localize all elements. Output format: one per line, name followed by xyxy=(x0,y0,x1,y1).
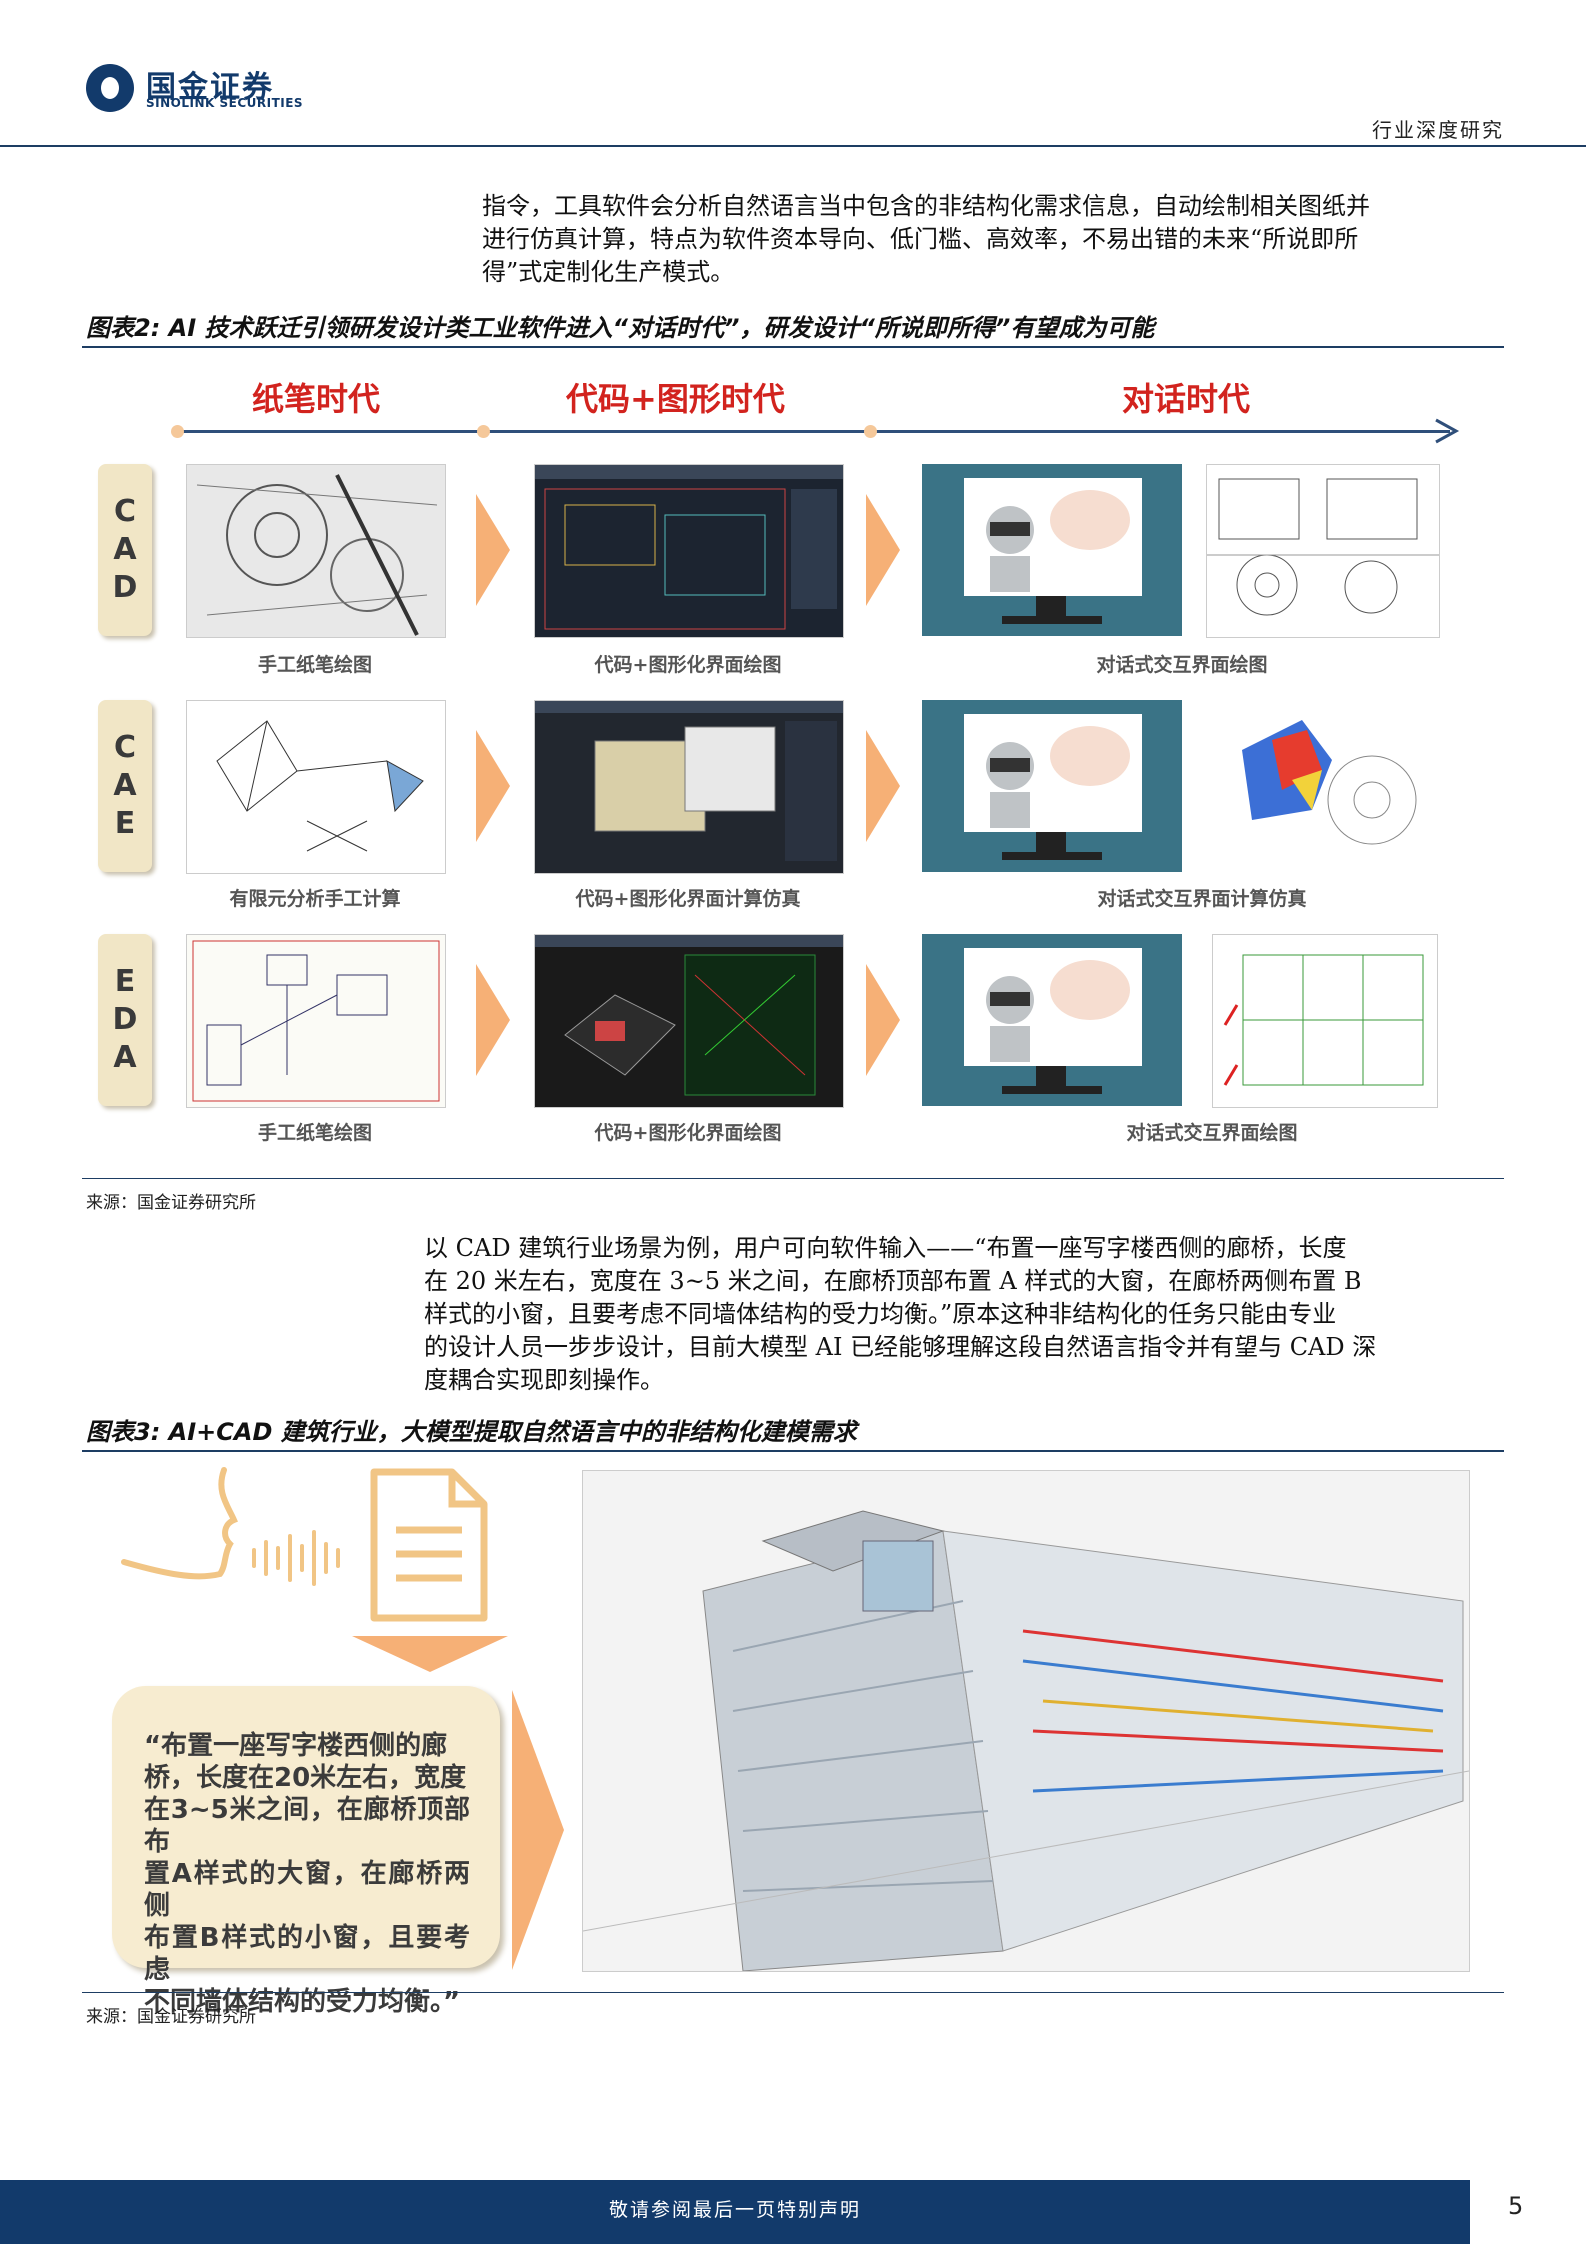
ai-chat-monitor-image xyxy=(922,464,1182,636)
paragraph-line: 得”式定制化生产模式。 xyxy=(482,258,735,286)
arrow-chevron-icon xyxy=(476,964,510,1076)
ai-chat-monitor-image xyxy=(922,934,1182,1106)
cae-software-screenshot xyxy=(534,700,844,874)
paragraph-line: 以 CAD 建筑行业场景为例，用户可向软件输入——“布置一座写字楼西侧的廊桥，长… xyxy=(424,1234,1347,1262)
paragraph-line: 度耦合实现即刻操作。 xyxy=(424,1366,664,1394)
caption: 代码+图形化界面绘图 xyxy=(594,1122,782,1144)
tag-letter: D xyxy=(112,1002,138,1037)
figure3-source: 来源：国金证券研究所 xyxy=(86,2007,256,2027)
quote-line: 桥，长度在20米左右，宽度 xyxy=(144,1763,467,1793)
circuit-schematic-image xyxy=(1212,934,1438,1108)
paragraph-line: 在 20 米左右，宽度在 3~5 米之间，在廊桥顶部布置 A 样式的大窗，在廊桥… xyxy=(424,1267,1362,1295)
report-type: 行业深度研究 xyxy=(1372,118,1504,142)
caption: 对话式交互界面绘图 xyxy=(1096,654,1268,676)
paragraph-line: 样式的小窗，且要考虑不同墙体结构的受力均衡。”原本这种非结构化的任务只能由专业 xyxy=(424,1300,1337,1328)
arrow-chevron-icon xyxy=(866,494,900,606)
paragraph-line: 的设计人员一步步设计，目前大模型 AI 已经能够理解这段自然语言指令并有望与 C… xyxy=(424,1333,1377,1361)
figure2-source: 来源：国金证券研究所 xyxy=(86,1193,256,1213)
figure3-bottom-rule xyxy=(82,1992,1504,1993)
tag-letter: D xyxy=(112,570,138,605)
quote-bubble: “布置一座写字楼西侧的廊 桥，长度在20米左右，宽度 在3~5米之间，在廊桥顶部… xyxy=(112,1686,500,2017)
row-tag-cae: C A E xyxy=(98,700,152,872)
era-label-dialogue: 对话时代 xyxy=(1122,380,1251,418)
quote-line: 布置B样式的小窗，且要考虑 xyxy=(144,1923,470,1985)
tag-letter: A xyxy=(113,532,137,567)
arrow-chevron-icon xyxy=(866,964,900,1076)
caption: 代码+图形化界面计算仿真 xyxy=(575,888,801,910)
timeline-dot xyxy=(171,425,184,438)
footer-notice: 敬请参阅最后一页特别声明 xyxy=(608,2199,861,2221)
caption: 对话式交互界面计算仿真 xyxy=(1097,888,1307,910)
tag-letter: A xyxy=(113,768,137,803)
arrow-chevron-icon xyxy=(866,730,900,842)
tag-letter: A xyxy=(113,1040,137,1075)
stress-simulation-image xyxy=(1212,700,1432,872)
ai-chat-monitor-image xyxy=(922,700,1182,872)
caption: 对话式交互界面绘图 xyxy=(1126,1122,1298,1144)
figure3-title: 图表3: AI+CAD 建筑行业，大模型提取自然语言中的非结构化建模需求 xyxy=(86,1418,857,1446)
finite-element-sketch-image xyxy=(186,700,446,874)
schematic-sketch-image xyxy=(186,934,446,1108)
logo-english-name: SINOLINK SECURITIES xyxy=(146,96,304,110)
hand-drawing-image xyxy=(186,464,446,638)
document-icon xyxy=(370,1468,488,1622)
footer-bar xyxy=(0,2180,1470,2244)
arrow-chevron-icon xyxy=(476,494,510,606)
speaking-face-icon xyxy=(121,1467,340,1586)
timeline-dot xyxy=(477,425,490,438)
paragraph-line: 指令，工具软件会分析自然语言当中包含的非结构化需求信息，自动绘制相关图纸并 xyxy=(482,192,1370,220)
tag-letter: E xyxy=(114,806,136,841)
caption: 手工纸笔绘图 xyxy=(257,654,372,676)
era-label-code-graphics: 代码+图形时代 xyxy=(566,380,785,418)
figure2-title: 图表2: AI 技术跃迁引领研发设计类工业软件进入“对话时代”，研发设计“所说即… xyxy=(86,314,1155,342)
tag-letter: C xyxy=(113,494,137,529)
row-tag-cad: C A D xyxy=(98,464,152,636)
logo-mark-icon xyxy=(86,64,134,112)
header-divider xyxy=(0,145,1586,147)
arrow-chevron-icon xyxy=(476,730,510,842)
engineering-drawing-image xyxy=(1206,464,1440,638)
figure2-top-rule xyxy=(82,346,1504,348)
caption: 代码+图形化界面绘图 xyxy=(594,654,782,676)
row-tag-eda: E D A xyxy=(98,934,152,1106)
paragraph-line: 进行仿真计算，特点为软件资本导向、低门槛、高效率，不易出错的未来“所说即所 xyxy=(482,225,1359,253)
quote-text: “布置一座写字楼西侧的廊 桥，长度在20米左右，宽度 在3~5米之间，在廊桥顶部… xyxy=(112,1686,500,2018)
quote-line: 在3~5米之间，在廊桥顶部布 xyxy=(144,1795,470,1857)
intro-paragraph: 指令，工具软件会分析自然语言当中包含的非结构化需求信息，自动绘制相关图纸并 进行… xyxy=(482,190,1506,289)
timeline-arrow-icon xyxy=(1435,418,1460,444)
down-arrow-icon xyxy=(352,1636,508,1672)
right-arrow-icon xyxy=(512,1690,564,1970)
figure3-top-rule xyxy=(82,1450,1504,1452)
timeline-dot xyxy=(864,425,877,438)
quote-line: “布置一座写字楼西侧的廊 xyxy=(144,1731,448,1761)
caption: 手工纸笔绘图 xyxy=(257,1122,372,1144)
logo-chinese-name: 国金证券 xyxy=(146,70,274,105)
page-number: 5 xyxy=(1508,2192,1524,2220)
caption: 有限元分析手工计算 xyxy=(229,888,401,910)
era-label-paper: 纸笔时代 xyxy=(252,380,381,418)
pcb-software-screenshot xyxy=(534,934,844,1108)
tag-letter: E xyxy=(114,964,136,999)
figure2-bottom-rule xyxy=(82,1178,1504,1179)
quote-line: 置A样式的大窗，在廊桥两侧 xyxy=(144,1859,470,1921)
tag-letter: C xyxy=(113,730,137,765)
cad-software-screenshot xyxy=(534,464,844,638)
building-bim-model-image xyxy=(582,1470,1470,1972)
timeline-axis xyxy=(176,430,1450,433)
body-paragraph: 以 CAD 建筑行业场景为例，用户可向软件输入——“布置一座写字楼西侧的廊桥，长… xyxy=(424,1232,1506,1397)
